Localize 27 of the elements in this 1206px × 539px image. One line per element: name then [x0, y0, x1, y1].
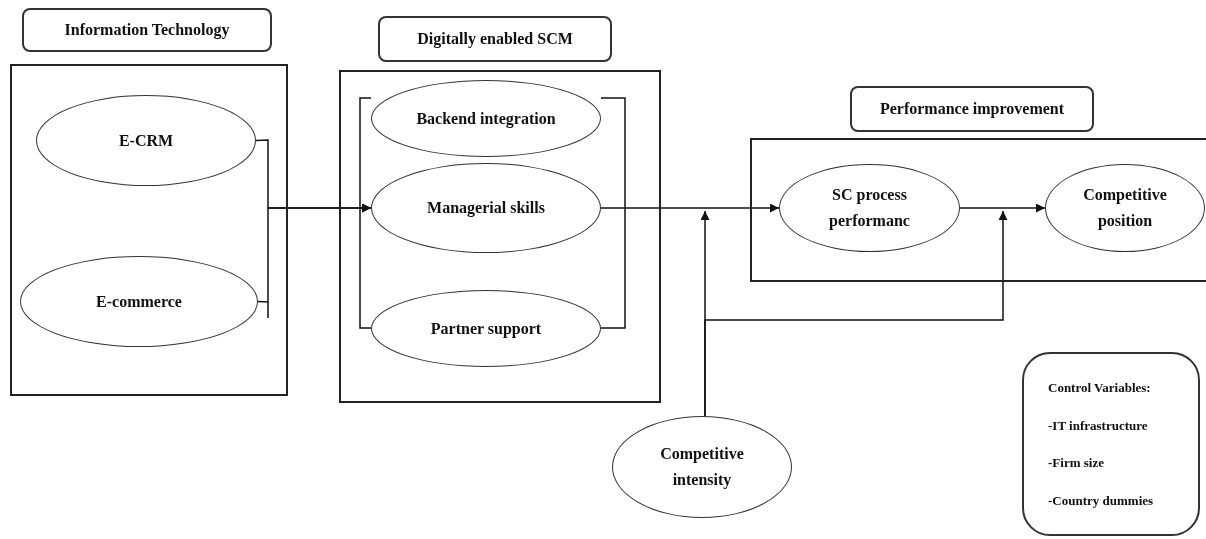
node-label: Managerial skills — [426, 198, 546, 219]
list-item: -Country dummies — [1048, 491, 1155, 510]
group-box — [750, 138, 1206, 282]
node-label: Partner support — [429, 318, 543, 340]
heading-box — [378, 16, 612, 62]
arrow — [704, 210, 1008, 417]
heading-box — [22, 8, 272, 52]
list-item: -Firm size — [1048, 454, 1105, 472]
node-label: Performance improvement — [879, 99, 1065, 120]
group-box — [339, 70, 661, 403]
node-label: SC process performanc — [828, 185, 911, 232]
arrow — [959, 203, 1046, 213]
node-label: Competitive intensity — [659, 444, 745, 491]
node-label: Competitive position — [1082, 185, 1168, 232]
heading-box — [850, 86, 1094, 132]
node-label: E-commerce — [95, 291, 183, 312]
control-variables-card — [1022, 352, 1200, 536]
construct-ellipse — [36, 95, 256, 186]
arrow — [600, 203, 780, 213]
node-label: Information Technology — [64, 20, 230, 41]
arrow — [257, 203, 372, 303]
list-item: -IT infrastructure — [1048, 416, 1149, 435]
list-item: Control Variables: — [1048, 379, 1152, 397]
node-label: Backend integration — [415, 108, 557, 130]
group-box — [10, 64, 288, 396]
node-label: E-CRM — [117, 130, 175, 151]
node-label: Digitally enabled SCM — [417, 29, 573, 50]
